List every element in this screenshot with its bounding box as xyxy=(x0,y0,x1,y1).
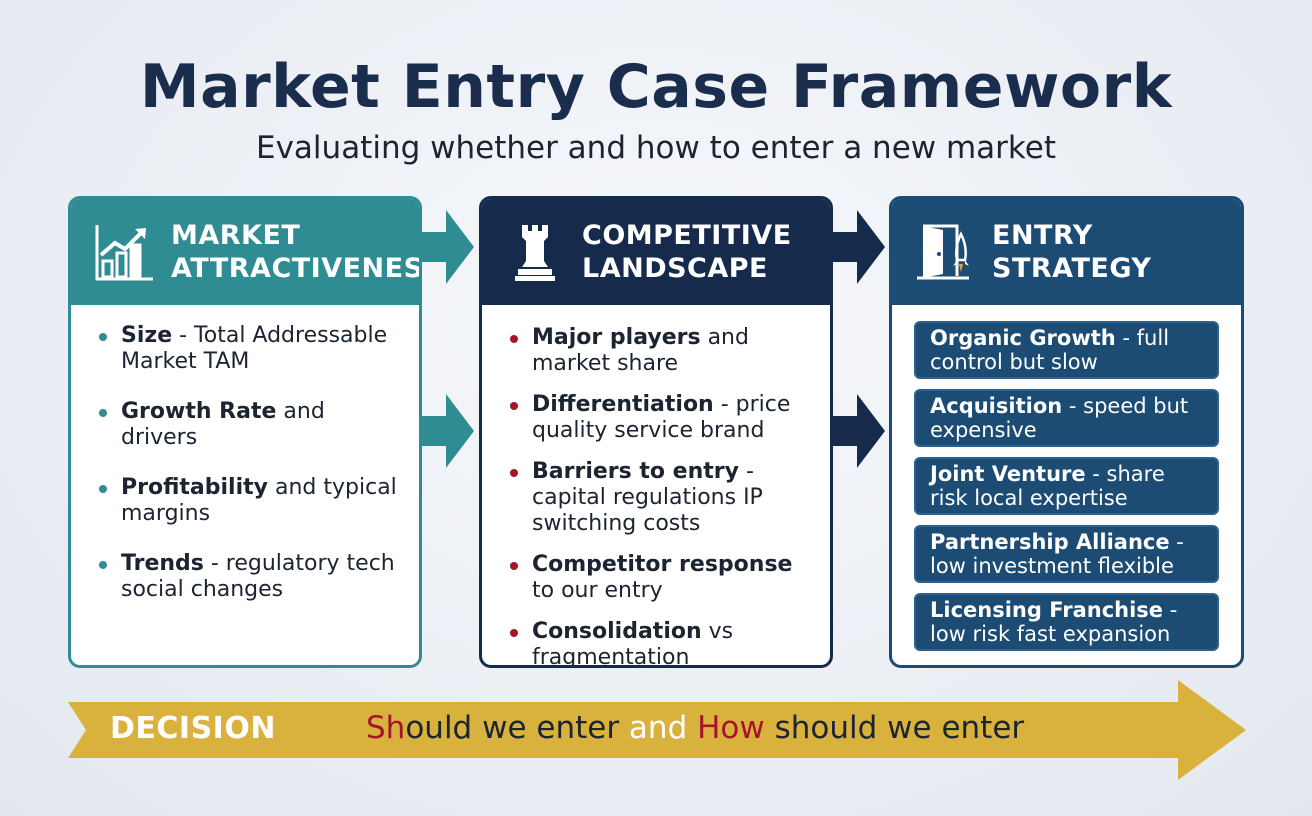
list-item: Trends - regulatory tech social changes xyxy=(97,551,405,603)
strategy-option: Licensing Franchise - low risk fast expa… xyxy=(914,593,1219,651)
strategy-option: Joint Venture - share risk local experti… xyxy=(914,457,1219,515)
item-term: Size xyxy=(121,323,173,348)
item-description: vs fragmentation xyxy=(532,619,734,668)
item-description: - price quality service brand xyxy=(532,392,791,443)
item-term: Consolidation xyxy=(532,619,702,644)
list-item: Profitability and typical margins xyxy=(97,475,405,527)
panel-header: COMPETITIVE LANDSCAPE xyxy=(482,199,830,305)
item-description: to our entry xyxy=(532,578,663,603)
strategy-name: Acquisition xyxy=(930,394,1063,418)
decision-question: Should we enter and How should we enter xyxy=(366,710,1024,746)
strategy-name: Organic Growth xyxy=(930,326,1116,350)
item-description: - Total Addressable Market TAM xyxy=(121,323,388,374)
panel-header: MARKET ATTRACTIVENESS xyxy=(71,199,419,305)
item-term: Trends xyxy=(121,551,204,576)
page-subtitle: Evaluating whether and how to enter a ne… xyxy=(256,130,1056,166)
item-term: Profitability xyxy=(121,475,268,500)
item-term: Major players xyxy=(532,325,701,350)
strategy-option: Organic Growth - full control but slow xyxy=(914,321,1219,379)
list-item: Competitor response to our entry xyxy=(508,552,816,604)
question-part: How xyxy=(697,710,765,746)
list-item: Growth Rate and drivers xyxy=(97,399,405,451)
door-rocket-icon xyxy=(910,217,980,287)
panel-title-line1: COMPETITIVE xyxy=(582,220,792,251)
question-part: ould we enter xyxy=(405,710,629,746)
entry-strategy-panel: ENTRY STRATEGY Organic Growth - full con… xyxy=(889,196,1244,668)
arrow-right-icon xyxy=(831,210,885,284)
item-description: and typical margins xyxy=(121,475,397,526)
question-part: Sh xyxy=(366,710,406,746)
decision-label: DECISION xyxy=(110,711,276,746)
panel-title-line2: ATTRACTIVENESS xyxy=(171,253,422,284)
panel-title-line1: ENTRY xyxy=(992,220,1093,251)
strategy-name: Partnership Alliance xyxy=(930,530,1170,554)
question-part: and xyxy=(628,710,698,746)
bar-chart-growth-icon xyxy=(89,217,159,287)
item-description: and market share xyxy=(532,325,749,376)
strategy-option: Partnership Alliance - low investment fl… xyxy=(914,525,1219,583)
list-item: Major players and market share xyxy=(508,325,816,377)
strategy-description: - low risk fast expansion xyxy=(930,598,1178,646)
market-attractiveness-panel: MARKET ATTRACTIVENESS Size - Total Addre… xyxy=(68,196,422,668)
item-term: Growth Rate xyxy=(121,399,277,424)
decision-banner: DECISION Should we enter and How should … xyxy=(68,680,1248,780)
panel-title-line1: MARKET xyxy=(171,220,301,251)
arrow-right-icon xyxy=(420,394,474,468)
item-description: - capital regulations IP switching costs xyxy=(532,459,763,536)
item-description: - regulatory tech social changes xyxy=(121,551,395,602)
strategy-option: Acquisition - speed but expensive xyxy=(914,389,1219,447)
list-item: Barriers to entry - capital regulations … xyxy=(508,459,816,537)
competitive-landscape-panel: COMPETITIVE LANDSCAPE Major players and … xyxy=(479,196,833,668)
item-description: and drivers xyxy=(121,399,325,450)
strategy-name: Licensing Franchise xyxy=(930,598,1164,622)
strategy-description: - speed but expensive xyxy=(930,394,1189,442)
panel-title-line2: LANDSCAPE xyxy=(582,253,768,284)
item-term: Competitor response xyxy=(532,552,793,577)
panel-title-line2: STRATEGY xyxy=(992,253,1152,284)
arrow-right-icon xyxy=(831,394,885,468)
strategy-description: - share risk local expertise xyxy=(930,462,1165,510)
strategy-name: Joint Venture xyxy=(930,462,1086,486)
chess-rook-icon xyxy=(500,217,570,287)
item-term: Differentiation xyxy=(532,392,714,417)
item-term: Barriers to entry xyxy=(532,459,739,484)
question-part: should we enter xyxy=(764,710,1025,746)
strategy-description: - low investment flexible xyxy=(930,530,1184,578)
list-item: Differentiation - price quality service … xyxy=(508,392,816,444)
strategy-description: - full control but slow xyxy=(930,326,1170,374)
list-item: Size - Total Addressable Market TAM xyxy=(97,323,405,375)
list-item: Consolidation vs fragmentation xyxy=(508,619,816,668)
arrow-right-icon xyxy=(420,210,474,284)
panel-header: ENTRY STRATEGY xyxy=(892,199,1241,305)
page-title: Market Entry Case Framework xyxy=(139,52,1173,122)
